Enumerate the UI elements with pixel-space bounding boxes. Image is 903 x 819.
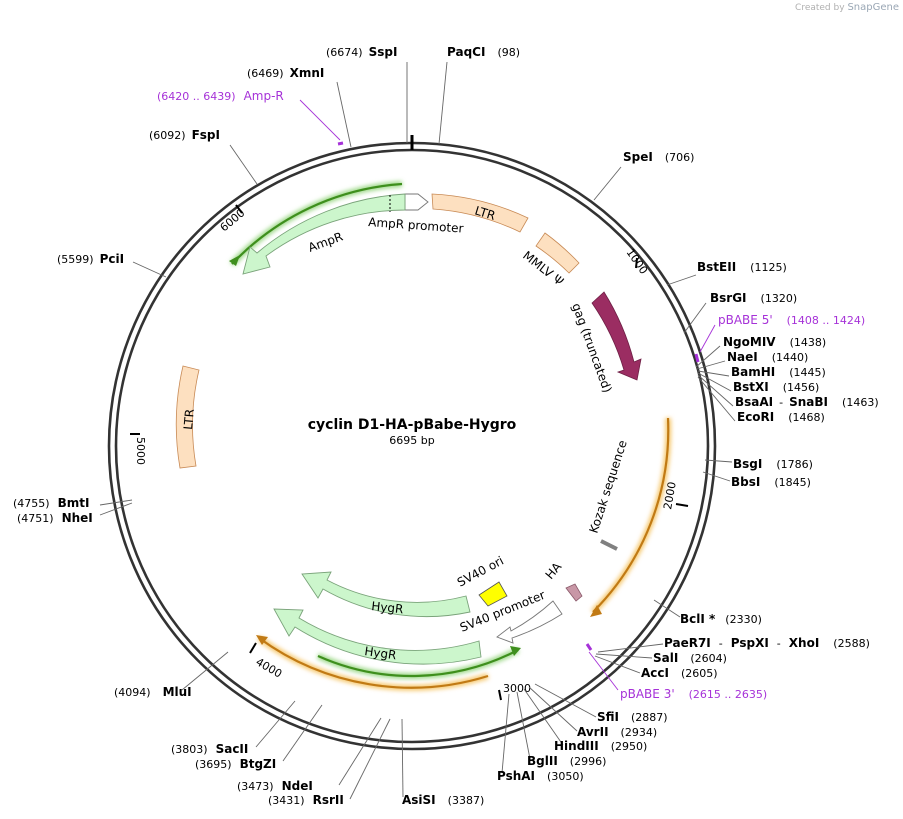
primer-amp-r: (6420 .. 6439)Amp-R <box>157 89 284 103</box>
orf-hygr-inner-arrow <box>510 646 521 656</box>
site-mlui: (4094)MluI <box>114 685 192 699</box>
site-ecori: EcoRI(1468) <box>737 410 825 424</box>
snapgene-credit: Created by SnapGene <box>795 2 899 13</box>
orf-hygr-outer-arrow <box>256 635 268 645</box>
feature-kozak-label: Kozak sequence <box>587 438 630 534</box>
site-paqci: PaqCI(98) <box>447 45 520 59</box>
tick-label-3000: 3000 <box>503 682 531 695</box>
tick-3000 <box>498 689 502 701</box>
feature-ampr-promoter <box>404 193 429 211</box>
site-labels: (6674)SspI PaqCI(98) (6469)XmnI (6092)Fs… <box>13 45 879 807</box>
site-naei: NaeI(1440) <box>727 350 808 364</box>
tick-6000 <box>235 204 243 214</box>
primer-ampr-mark <box>337 141 344 146</box>
feature-sv40-ori <box>478 581 508 607</box>
feature-sv40-promoter <box>496 600 563 644</box>
site-bglii: BglII(2996) <box>527 754 606 768</box>
site-bsteii: BstEII(1125) <box>697 260 787 274</box>
tick-2000 <box>675 503 689 507</box>
site-ngomiv: NgoMIV(1438) <box>723 335 826 349</box>
site-asisi: AsiSI(3387) <box>402 793 484 807</box>
feature-ha <box>565 583 583 602</box>
site-avrii: AvrII(2934) <box>577 725 657 739</box>
snapgene-logo: SnapGene <box>847 2 899 13</box>
site-nhei: (4751)NheI <box>17 511 93 525</box>
feature-gag <box>591 291 642 381</box>
feature-ltr-top <box>431 193 529 233</box>
tick-label-5000: 5000 <box>134 437 147 465</box>
site-bsgi: BsgI(1786) <box>733 457 813 471</box>
feature-ltr-left-label: LTR <box>181 408 197 430</box>
tick-label-1000: 1000 <box>624 246 651 276</box>
ticks: 1000 2000 3000 4000 5000 6000 <box>130 204 689 701</box>
site-pshai: PshAI(3050) <box>497 769 584 783</box>
site-btgzi: (3695)BtgZI <box>195 757 276 771</box>
orf-hygr-outer-line <box>258 637 489 689</box>
site-hindiii: HindIII(2950) <box>554 739 647 753</box>
site-ndei: (3473)NdeI <box>237 779 313 793</box>
feature-ha-label: HA <box>543 559 565 582</box>
orf-cyclin-arrow <box>590 605 602 617</box>
site-bamhi: BamHI(1445) <box>731 365 826 379</box>
credit-prefix: Created by <box>795 3 845 13</box>
feature-kozak <box>600 539 618 551</box>
site-bsaai-snabi: BsaAI-SnaBI(1463) <box>735 395 879 409</box>
leader-lines <box>99 61 736 800</box>
site-bsrgi: BsrGI(1320) <box>710 291 797 305</box>
feature-ampr <box>242 193 406 275</box>
plasmid-name: cyclin D1-HA-pBabe-Hygro <box>308 417 517 433</box>
feature-ltr-top-label: LTR <box>473 203 497 222</box>
primer-pbabe5-mark <box>694 353 700 363</box>
feature-ampr-promoter-label: AmpR promoter <box>368 215 464 236</box>
site-paer7i-pspxi-xhoi: PaeR7I-PspXI-XhoI(2588) <box>664 636 870 650</box>
feature-hygr-inner <box>301 571 471 618</box>
site-rsrii: (3431)RsrII <box>268 793 344 807</box>
site-bbsi: BbsI(1845) <box>731 475 811 489</box>
site-bmti: (4755)BmtI <box>13 496 89 510</box>
site-fspi: (6092)FspI <box>149 128 220 142</box>
tick-4000 <box>249 642 257 654</box>
site-acci: AccI(2605) <box>641 666 718 680</box>
plasmid-size: 6695 bp <box>389 434 434 447</box>
feature-hygr-outer-label: HygR <box>364 644 398 662</box>
site-bcli: BclI *(2330) <box>680 612 762 626</box>
orf-hygr-inner-line <box>317 649 519 678</box>
site-pcii: (5599)PciI <box>57 252 124 266</box>
primer-marks <box>337 141 700 651</box>
tick-label-4000: 4000 <box>254 655 285 680</box>
site-spei: SpeI(706) <box>623 150 694 164</box>
feature-ampr-label: AmpR <box>306 229 344 254</box>
primer-pbabe3: pBABE 3'(2615 .. 2635) <box>620 687 767 701</box>
orf-cyclin-line <box>592 417 670 613</box>
feature-mmlv-psi <box>535 232 580 274</box>
feature-hygr-outer <box>273 608 482 665</box>
site-xmni: (6469)XmnI <box>247 66 324 80</box>
primer-pbabe3-mark <box>585 643 593 651</box>
tick-label-2000: 2000 <box>661 481 679 511</box>
feature-ltr-left <box>175 365 200 469</box>
site-sspi: (6674)SspI <box>326 45 397 59</box>
site-sfii: SfiI(2887) <box>597 710 668 724</box>
site-bstxi: BstXI(1456) <box>733 380 819 394</box>
orf-ampr-arrow <box>229 255 240 266</box>
site-sacii: (3803)SacII <box>171 742 248 756</box>
tick-1000 <box>635 257 638 269</box>
orf-arcs <box>229 181 672 691</box>
primer-leaders <box>299 99 716 691</box>
primer-pbabe5: pBABE 5'(1408 .. 1424) <box>718 313 865 327</box>
feature-hygr-inner-label: HygR <box>371 599 404 616</box>
site-sali: SalI(2604) <box>653 651 727 665</box>
orf-ampr-line <box>231 182 403 265</box>
